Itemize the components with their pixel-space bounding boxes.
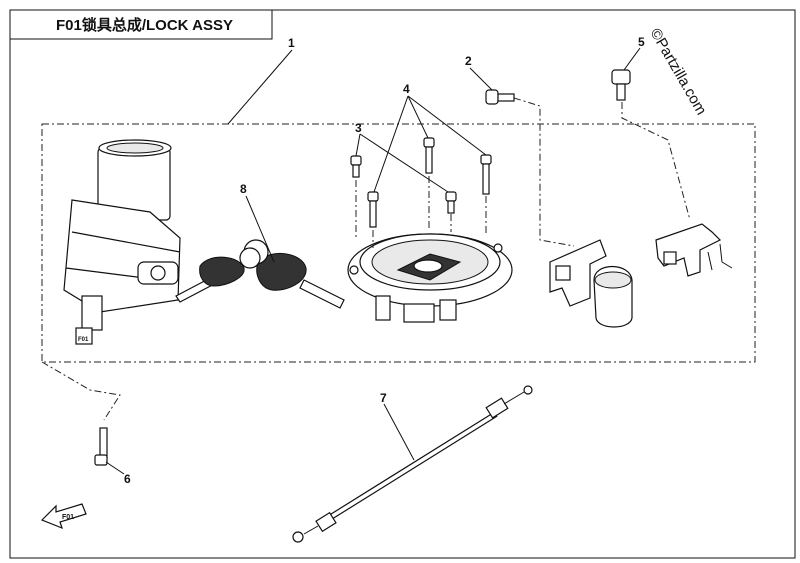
leader-4c bbox=[407, 95, 487, 156]
keys bbox=[175, 239, 345, 309]
leader-5 bbox=[623, 47, 641, 71]
cable-7 bbox=[292, 385, 533, 543]
leader-6 bbox=[105, 461, 125, 475]
bolts-3-4 bbox=[350, 137, 492, 228]
diagram-title: F01锁具总成/LOCK ASSY bbox=[56, 16, 233, 34]
guide-5 bbox=[621, 102, 691, 221]
leader-8 bbox=[245, 195, 275, 263]
callout-6: 6 bbox=[124, 472, 131, 486]
callout-1: 1 bbox=[288, 36, 295, 50]
bolt-5 bbox=[611, 69, 631, 101]
callout-5: 5 bbox=[638, 35, 645, 49]
watermark: ©Partzilla.com bbox=[647, 26, 710, 118]
ignition-switch: F01 bbox=[63, 139, 181, 345]
leader-1 bbox=[227, 49, 293, 125]
upper-bracket bbox=[655, 223, 733, 277]
guide-6 bbox=[41, 361, 121, 421]
svg-text:F01: F01 bbox=[78, 337, 89, 343]
fuel-cap bbox=[347, 233, 513, 323]
leader-7 bbox=[383, 403, 415, 461]
leader-3b bbox=[359, 133, 449, 193]
callout-2: 2 bbox=[465, 54, 472, 68]
direction-arrow: F01 bbox=[40, 503, 87, 530]
callout-3: 3 bbox=[355, 121, 362, 135]
callout-4: 4 bbox=[403, 82, 410, 96]
arrow-label: F01 bbox=[62, 514, 74, 521]
leader-2 bbox=[469, 67, 493, 91]
leader-4a bbox=[373, 95, 409, 193]
assembly-boundary bbox=[41, 123, 756, 363]
leader-3a bbox=[355, 133, 361, 157]
title-box bbox=[9, 9, 273, 40]
bolt-2 bbox=[485, 89, 515, 105]
diagram-frame bbox=[9, 9, 796, 559]
lower-bracket bbox=[549, 239, 633, 328]
guide-2 bbox=[513, 97, 575, 247]
callout-7: 7 bbox=[380, 391, 387, 405]
bolt-6 bbox=[94, 427, 108, 466]
callout-8: 8 bbox=[240, 182, 247, 196]
leader-4b bbox=[407, 95, 429, 139]
